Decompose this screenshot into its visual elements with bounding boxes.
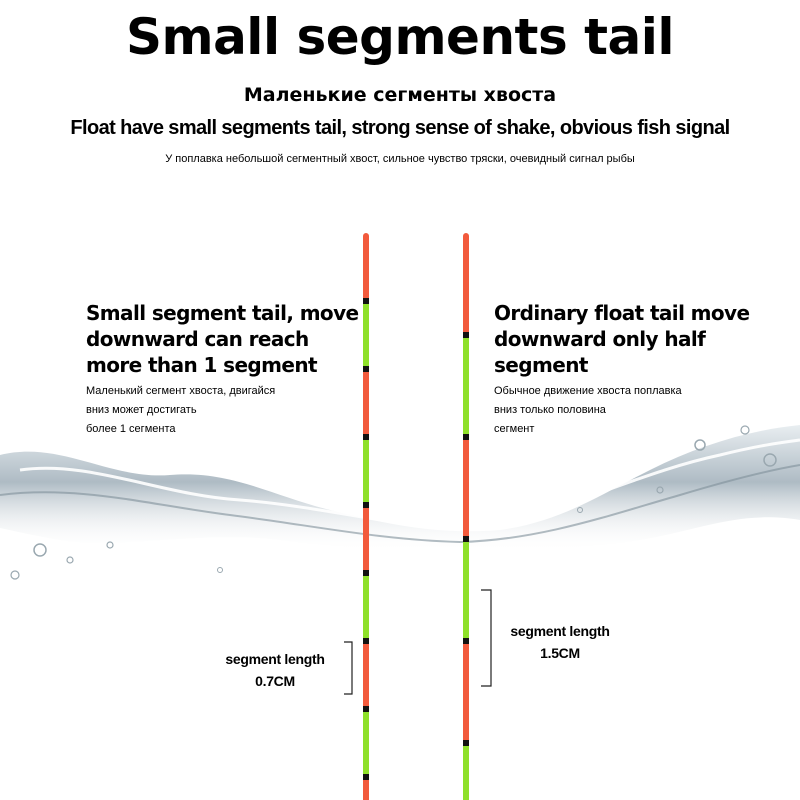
right-float-band [463,740,469,746]
left-float-segment [363,372,369,434]
page-title: Small segments tail [125,8,675,66]
right-float-band [463,638,469,644]
small-segment-float [363,233,369,800]
right-float-segment [463,644,469,740]
left-title-line: downward can reach [86,327,309,351]
left-float-band [363,774,369,780]
left-float-segment [363,712,369,774]
right-desc-line: сегмент [494,423,535,435]
left-desc-line: более 1 сегмента [86,423,176,435]
left-segment-bracket [344,641,353,695]
left-float-band [363,298,369,304]
right-segment-value: 1.5CM [540,645,580,661]
left-float-band [363,502,369,508]
right-float-band [463,332,469,338]
left-float-segment [363,304,369,366]
right-float-segment [463,440,469,536]
left-float-band [363,570,369,576]
left-float-band [363,638,369,644]
right-description-block: Ordinary float tail move downward only h… [494,300,784,439]
left-desc-line: Маленький сегмент хвоста, двигайся [86,385,276,397]
right-float-segment [463,746,469,800]
left-description: Маленький сегмент хвоста, двигайся вниз … [86,382,361,439]
left-float-band [363,366,369,372]
right-segment-length-label: segment length 1.5CM [490,620,630,664]
subtitle-english: Float have small segments tail, strong s… [70,117,730,139]
subtitle-russian: Маленькие сегменты хвоста [243,84,557,106]
water-splash-image [0,425,800,580]
left-title: Small segment tail, move downward can re… [86,300,361,378]
left-segment-length-label: segment length 0.7CM [205,648,345,692]
left-float-segment [363,780,369,800]
left-title-line: Small segment tail, move [86,301,359,325]
left-float-segment [363,644,369,706]
left-float-band [363,706,369,712]
right-title: Ordinary float tail move downward only h… [494,300,784,378]
left-float-segment [363,508,369,570]
left-description-block: Small segment tail, move downward can re… [86,300,361,439]
left-float-segment [363,576,369,638]
right-float-segment [463,542,469,638]
right-title-line: segment [494,353,588,377]
left-float-segment [363,440,369,502]
left-float-band [363,434,369,440]
right-float-band [463,536,469,542]
right-segment-bracket [481,589,492,687]
left-title-line: more than 1 segment [86,353,318,377]
right-float-segment [463,338,469,434]
right-segment-text: segment length [510,623,610,639]
caption-russian: У поплавка небольшой сегментный хвост, с… [165,153,635,165]
right-float-band [463,434,469,440]
right-desc-line: Обычное движение хвоста поплавка [494,385,682,397]
left-float-segment [363,236,369,298]
left-desc-line: вниз может достигать [86,404,197,416]
right-title-line: downward only half [494,327,706,351]
ordinary-float [463,233,469,800]
right-desc-line: вниз только половина [494,404,606,416]
right-title-line: Ordinary float tail move [494,301,750,325]
right-float-segment [463,236,469,332]
left-segment-text: segment length [225,651,325,667]
left-segment-value: 0.7CM [255,673,295,689]
right-description: Обычное движение хвоста поплавка вниз то… [494,382,784,439]
